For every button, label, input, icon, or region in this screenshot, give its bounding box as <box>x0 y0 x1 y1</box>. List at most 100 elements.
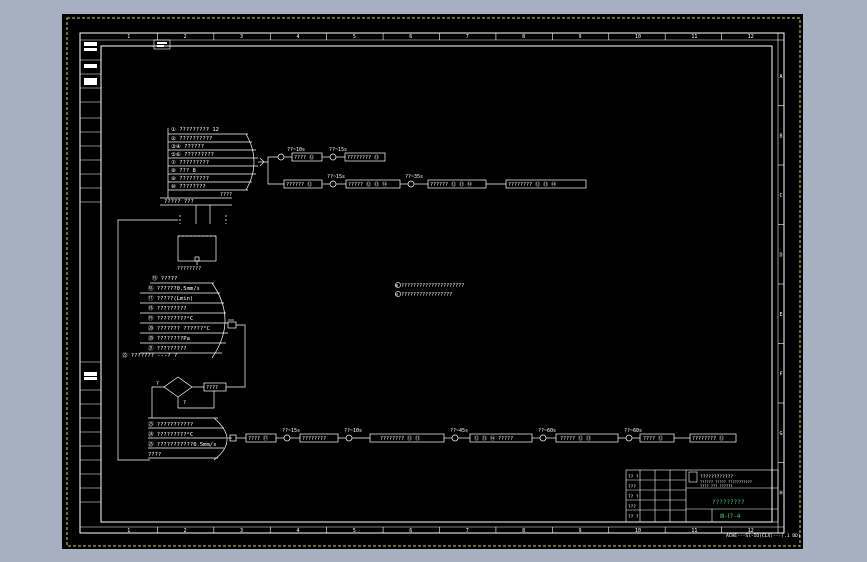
left-strip-marks <box>84 42 97 380</box>
column-marker-top: 7 <box>466 34 469 40</box>
mid-step-line-1: ⑮ ????? <box>152 274 177 282</box>
row-marker-right: F <box>780 371 783 377</box>
mid-step-line-4: ⑱ ????????? <box>148 304 187 312</box>
column-marker-bottom: 11 <box>691 528 697 534</box>
sheet-dashed-boundary <box>66 17 801 547</box>
column-marker-top: 4 <box>296 34 299 40</box>
top-branch-connectors <box>264 156 284 185</box>
outer-frame <box>79 32 785 534</box>
chain-time-5: ??~60s <box>624 428 642 434</box>
column-marker-top: 12 <box>748 34 754 40</box>
branch-a-time-1: ??~10s <box>287 147 305 153</box>
top-step-block <box>160 128 265 206</box>
column-marker-top: 5 <box>353 34 356 40</box>
top-step-line-5: ⑦ ????????? <box>171 159 209 166</box>
decision-no-label: ? <box>183 400 186 406</box>
legend <box>395 282 401 297</box>
branch-a-box-2: ???????? ⑬ <box>347 154 379 161</box>
top-step-line-2: ② ?????????? <box>171 135 212 142</box>
title-row-4: ??? <box>628 504 636 510</box>
top-step-line-1: ① ????????? 12 <box>171 126 219 133</box>
chain-time-3: ??~45s <box>450 428 468 434</box>
chain-box-4: ⑫ ⑬ ⑭ ????? <box>474 435 513 442</box>
row-marker-right: E <box>780 312 783 318</box>
title-block <box>625 469 779 523</box>
footer-code: ACHE---Sl-IO(CLX)---(.1 DD) <box>726 533 801 539</box>
top-step-line-7: ⑨ ????????? <box>171 175 209 182</box>
column-marker-top: 11 <box>691 34 697 40</box>
company-name: ???????????? <box>700 474 733 480</box>
column-marker-top: 10 <box>635 34 641 40</box>
column-marker-top: 3 <box>240 34 243 40</box>
column-marker-bottom: 7 <box>466 528 469 534</box>
mid-step-line-8: ㉑ ????????? <box>148 344 187 352</box>
column-marker-bottom: 2 <box>184 528 187 534</box>
column-marker-bottom: 1 <box>127 528 130 534</box>
column-marker-top: 2 <box>184 34 187 40</box>
branch-b-time-2: ??~35s <box>405 174 423 180</box>
top-branch-a <box>277 152 386 162</box>
bottom-chain <box>245 433 737 443</box>
top-step-line-3: ③④ ?????? <box>171 143 204 150</box>
drawing-number: Ⅲ-Ⅰ?-4 <box>720 513 741 520</box>
column-marker-bottom: 5 <box>353 528 356 534</box>
column-marker-top: 8 <box>522 34 525 40</box>
legend-item-2: ⊖ ????????????????? <box>395 292 452 298</box>
mid-step-line-5: ⑲ ?????????°C <box>148 314 193 322</box>
title-row-2: ??? <box>628 484 636 490</box>
top-step-line-8: ⑩ ???????? <box>171 183 206 190</box>
chain-box-3: ???????? ⑫ ⑬ <box>380 435 420 442</box>
left-revision-strip <box>80 59 101 503</box>
branch-b-time-1: ??~15s <box>327 174 345 180</box>
column-marker-bottom: 9 <box>579 528 582 534</box>
column-marker-bottom: 4 <box>296 528 299 534</box>
mid-step-block <box>140 282 246 418</box>
bottom-step-line-2: ㉔ ?????????°C <box>148 430 193 438</box>
title-row-5: ?? ? <box>628 514 639 520</box>
row-marker-right: H <box>780 490 783 496</box>
top-step-note: ????? ??? <box>164 199 194 205</box>
row-marker-right: B <box>780 133 783 139</box>
chain-box-7: ???????? ⑫ <box>692 435 724 442</box>
branch-a-time-2: ??~15s <box>329 147 347 153</box>
vessel-symbol <box>117 205 227 461</box>
title-row-3: ?? ? <box>628 494 639 500</box>
mid-step-line-2: ⑯ ??????0.5mm/s <box>148 284 200 292</box>
company-subtitle-2: ???? ??? ?????? <box>700 484 732 488</box>
mid-step-line-9: ㉒ ??????? ---? ? <box>122 351 177 359</box>
legend-item-1: ⊕ ????????????????????? <box>395 283 464 289</box>
chain-time-4: ??~60s <box>538 428 556 434</box>
title-row-1: ?? ? <box>628 474 639 480</box>
bottom-step-line-4: ???? <box>148 452 161 458</box>
decision-yes-label: ? <box>156 381 159 387</box>
bottom-step-line-1: ㉓ ??????????? <box>148 420 193 428</box>
column-marker-bottom: 6 <box>409 528 412 534</box>
branch-b-box-3: ?????? ⑫ ⑬ ⑭ <box>430 181 472 188</box>
mid-step-line-7: ⑳ ????????Pa <box>148 334 190 342</box>
chain-box-1: ???? ⑰ <box>248 435 268 442</box>
top-left-tag <box>153 39 171 50</box>
decision-box-label: ???? <box>206 385 218 391</box>
chain-box-2: ???????? <box>302 436 326 442</box>
column-marker-top: 6 <box>409 34 412 40</box>
branch-a-box-1: ???? ⑫ <box>294 154 314 161</box>
chain-box-5: ????? ⑫ ⑬ <box>560 435 591 442</box>
column-marker-bottom: 12 <box>748 528 754 534</box>
row-marker-right: A <box>780 74 783 80</box>
row-marker-right: C <box>780 193 783 199</box>
top-step-side-note: ???? <box>220 192 232 198</box>
column-marker-bottom: 8 <box>522 528 525 534</box>
branch-b-box-1: ?????? ⑫ <box>286 181 312 188</box>
top-branch-b <box>283 179 587 189</box>
company-subtitle: ?????? ????? ??????????? <box>700 480 752 484</box>
bottom-step-block <box>148 417 246 461</box>
branch-b-box-2: ????? ⑫ ⑬ ⑭ <box>348 181 387 188</box>
column-marker-bottom: 10 <box>635 528 641 534</box>
branch-b-box-4: ???????? ⑫ ⑬ ⑭ <box>508 181 556 188</box>
row-marker-right: D <box>780 252 783 258</box>
column-marker-top: 1 <box>127 34 130 40</box>
row-marker-right: G <box>780 431 783 437</box>
